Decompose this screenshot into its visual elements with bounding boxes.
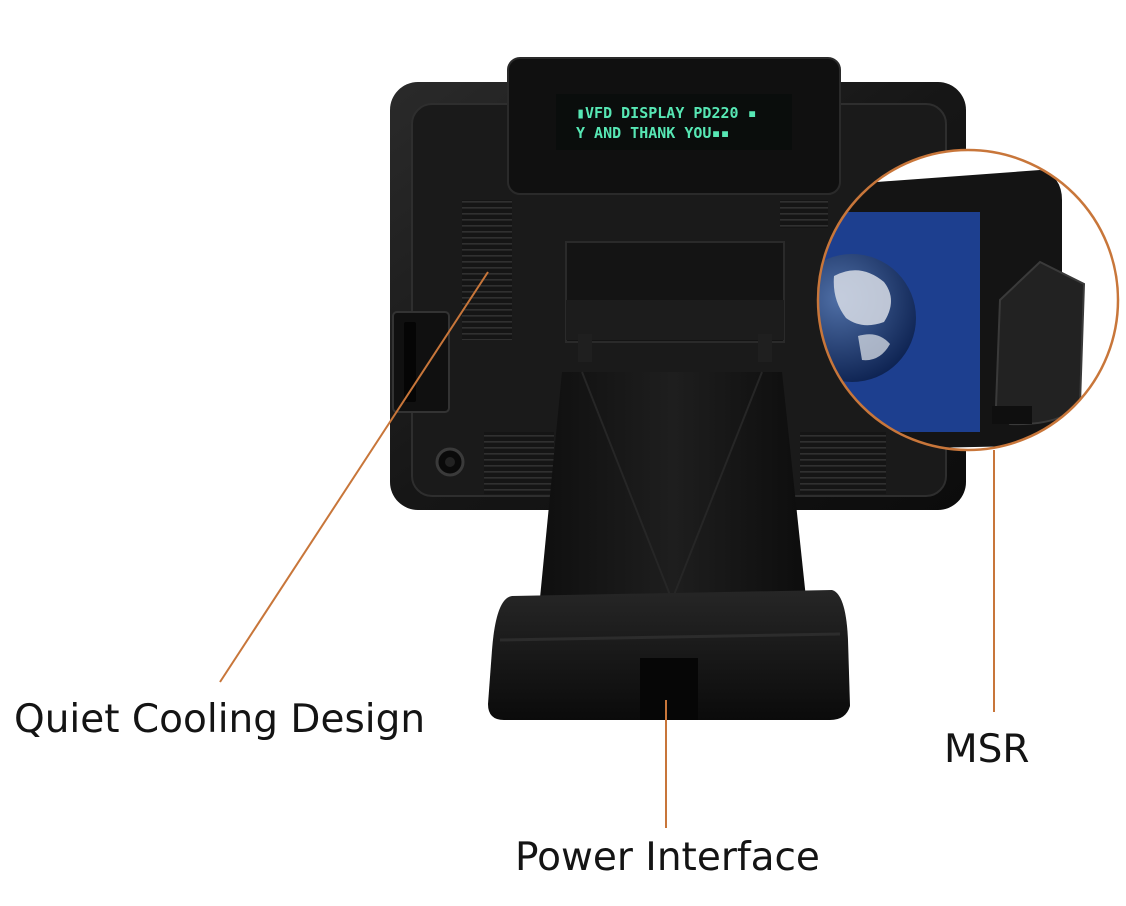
side-card-slot xyxy=(404,322,416,402)
callout-msr: MSR xyxy=(944,727,1030,772)
leader-line-cooling xyxy=(219,271,489,683)
vfd-line-1: ▮VFD DISPLAY PD220 ▪ xyxy=(576,104,757,122)
lower-vent-grille xyxy=(484,432,554,494)
callout-quiet-cooling-design: Quiet Cooling Design xyxy=(14,697,426,742)
cooling-vent-grille-left xyxy=(462,200,512,340)
callout-power-interface: Power Interface xyxy=(515,835,820,880)
cooling-vent-grille-right xyxy=(780,200,828,228)
power-interface-port xyxy=(640,658,698,720)
stand-column xyxy=(540,372,806,598)
side-card-module xyxy=(392,311,450,413)
vfd-display-screen xyxy=(556,94,792,150)
lower-vent-grille-right xyxy=(800,432,886,494)
stand-base xyxy=(488,590,850,720)
msr-zoom-inset xyxy=(816,148,1120,452)
vfd-line-2: Y AND THANK YOU▪▪ xyxy=(576,124,730,142)
zoom-ring xyxy=(816,148,1120,452)
